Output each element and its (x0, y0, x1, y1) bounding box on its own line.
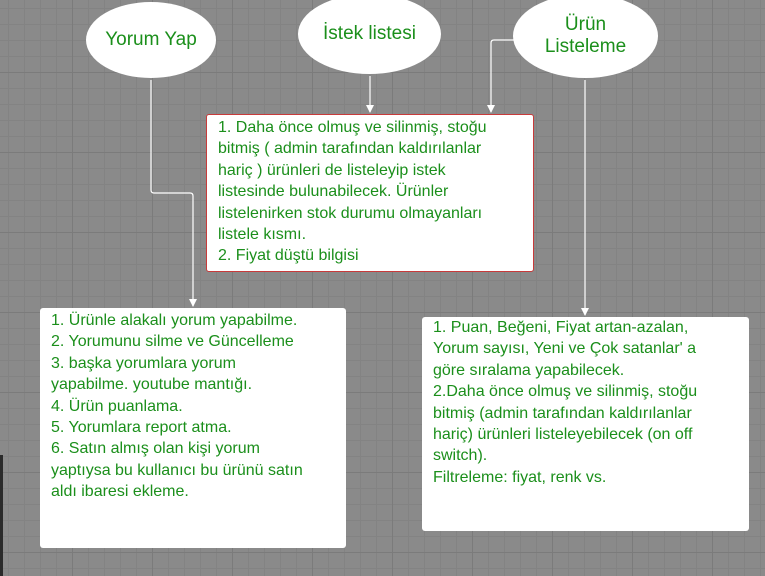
comments-line: aldı ibaresi ekleme. (51, 483, 189, 501)
connector-yorum-to-comments (150, 80, 197, 307)
node-urun-listeleme-label: Ürün Listeleme (544, 14, 627, 57)
node-yorum-yap[interactable]: Yorum Yap (86, 2, 216, 78)
wishlist-line: listelenirken stok durumu olmayanları (218, 204, 483, 222)
listing-line: hariç) ürünleri listeleyebilecek (on off (433, 426, 693, 444)
connector-urun-to-wishlist (487, 39, 514, 113)
wishlist-line: bitmiş ( admin tarafından kaldırılanlar (218, 140, 482, 158)
listing-requirements-box[interactable]: 1. Puan, Beğeni, Fiyat artan-azalan, Yor… (422, 317, 749, 531)
comments-line: yapabilme. youtube mantığı. (51, 376, 253, 394)
wishlist-requirements-box[interactable]: 1. Daha önce olmuş ve silinmiş, stoğu bi… (206, 114, 534, 272)
node-istek-listesi-label: İstek listesi (323, 23, 416, 44)
node-urun-listeleme[interactable]: Ürün Listeleme (513, 0, 658, 78)
wishlist-line: hariç ) ürünleri de listeleyip istek (218, 161, 446, 179)
comment-requirements-box[interactable]: 1. Ürünle alakalı yorum yapabilme. 2. Yo… (40, 308, 346, 548)
comments-line: 6. Satın almış olan kişi yorum (51, 440, 260, 458)
wishlist-line: 1. Daha önce olmuş ve silinmiş, stoğu (218, 119, 487, 136)
node-istek-listesi[interactable]: İstek listesi (298, 0, 441, 74)
listing-line: Yorum sayısı, Yeni ve Çok satanlar' a (433, 340, 697, 358)
wishlist-line: listele kısmı. (218, 226, 307, 244)
listing-line: 1. Puan, Beğeni, Fiyat artan-azalan, (433, 319, 689, 336)
wishlist-line: listesinde bulunabilecek. Ürünler (218, 183, 449, 201)
comments-line: yaptıysa bu kullanıcı bu ürünü satın (51, 461, 303, 479)
comments-line: 4. Ürün puanlama. (51, 397, 183, 415)
listing-line: 2.Daha önce olmuş ve silinmiş, stoğu (433, 383, 698, 401)
listing-line: Filtreleme: fiyat, renk vs. (433, 468, 607, 486)
comments-line: 2. Yorumunu silme ve Güncelleme (51, 333, 294, 351)
listing-line: bitmiş (admin tarafından kaldırılanlar (433, 404, 692, 422)
comments-line: 5. Yorumlara report atma. (51, 419, 232, 437)
listing-line: göre sıralama yapabilecek. (433, 361, 625, 379)
wishlist-line: 2. Fiyat düştü bilgisi (218, 247, 359, 265)
comments-line: 1. Ürünle alakalı yorum yapabilme. (51, 312, 298, 329)
comments-line: 3. başka yorumlara yorum (51, 354, 236, 372)
node-yorum-yap-label: Yorum Yap (105, 29, 197, 50)
canvas-edge (0, 455, 3, 576)
listing-line: switch). (433, 447, 488, 465)
